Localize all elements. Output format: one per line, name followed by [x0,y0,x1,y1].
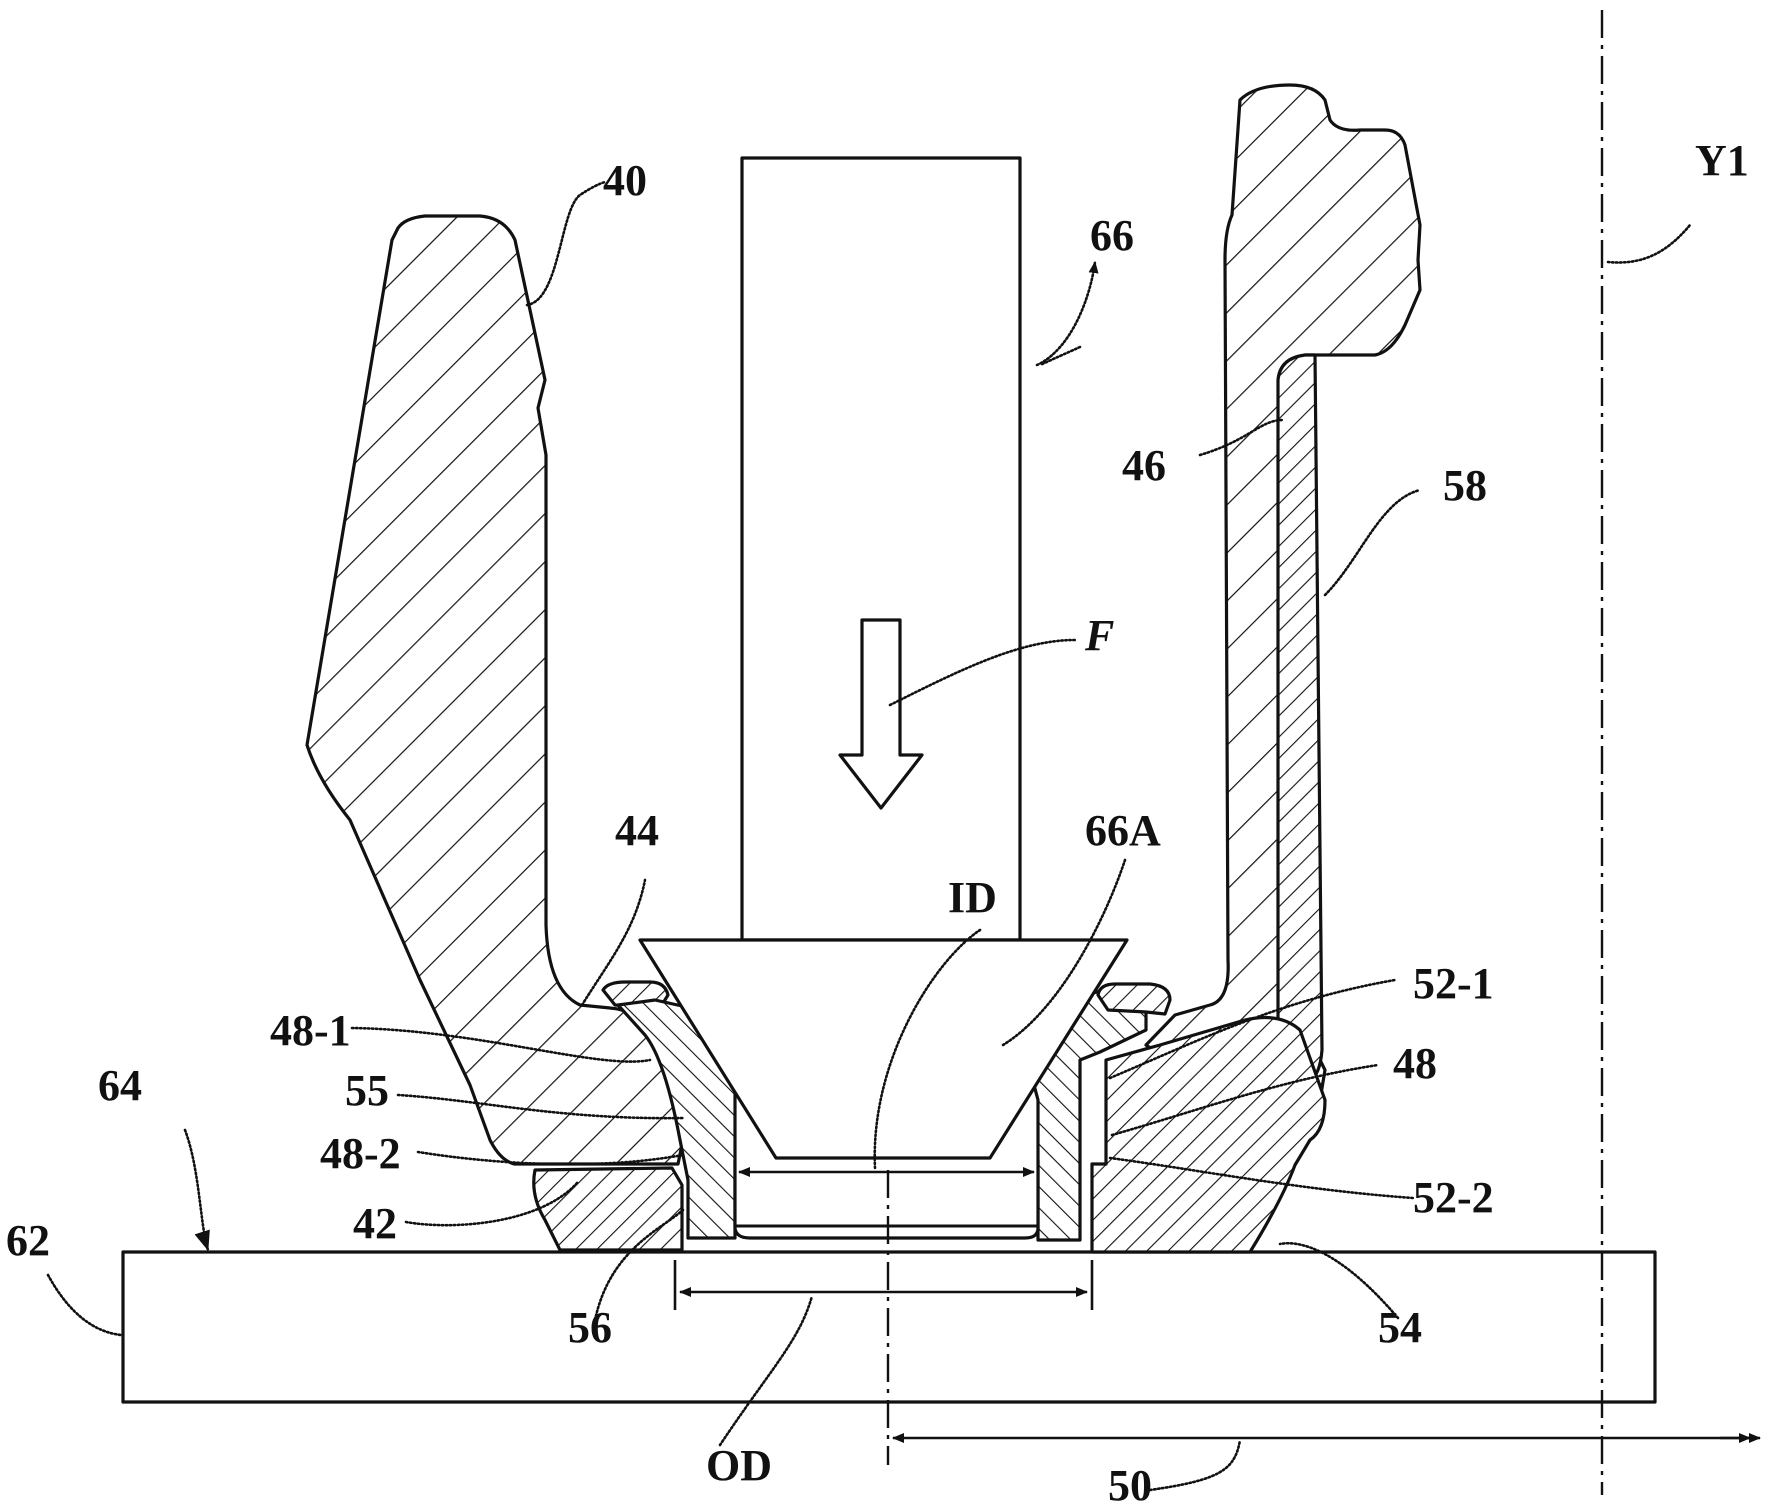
label-od: OD [706,1441,772,1490]
label-48-2: 48-2 [320,1129,401,1178]
label-id: ID [948,873,997,922]
label-y1: Y1 [1695,136,1749,185]
leader-66 [1037,262,1095,365]
label-f: F [1084,611,1114,660]
label-56: 56 [568,1303,612,1352]
lower-left-body [534,1168,682,1250]
pin-shaft [742,158,1020,940]
label-62: 62 [6,1216,50,1265]
label-46: 46 [1122,441,1166,490]
leader-y1 [1608,225,1690,263]
leader-58 [1325,490,1420,595]
label-40: 40 [603,156,647,205]
label-66a: 66A [1085,806,1161,855]
left-housing-wall [307,216,683,1164]
label-54: 54 [1378,1303,1422,1352]
leader-50 [1150,1440,1240,1490]
label-48: 48 [1393,1039,1437,1088]
label-64: 64 [98,1061,142,1110]
label-42: 42 [353,1199,397,1248]
leader-40 [527,182,605,305]
label-52-1: 52-1 [1413,959,1494,1008]
leader-66-arrow [1040,347,1080,365]
label-52-2: 52-2 [1413,1173,1494,1222]
liner-46 [1278,355,1322,1080]
label-66: 66 [1090,211,1134,260]
right-cap [1098,984,1170,1014]
lower-right-body [1092,1018,1325,1252]
label-48-1: 48-1 [270,1006,351,1055]
leader-62 [48,1275,121,1335]
label-44: 44 [615,806,659,855]
leader-64 [185,1130,208,1250]
label-55: 55 [345,1066,389,1115]
label-58: 58 [1443,461,1487,510]
label-50: 50 [1108,1461,1152,1503]
